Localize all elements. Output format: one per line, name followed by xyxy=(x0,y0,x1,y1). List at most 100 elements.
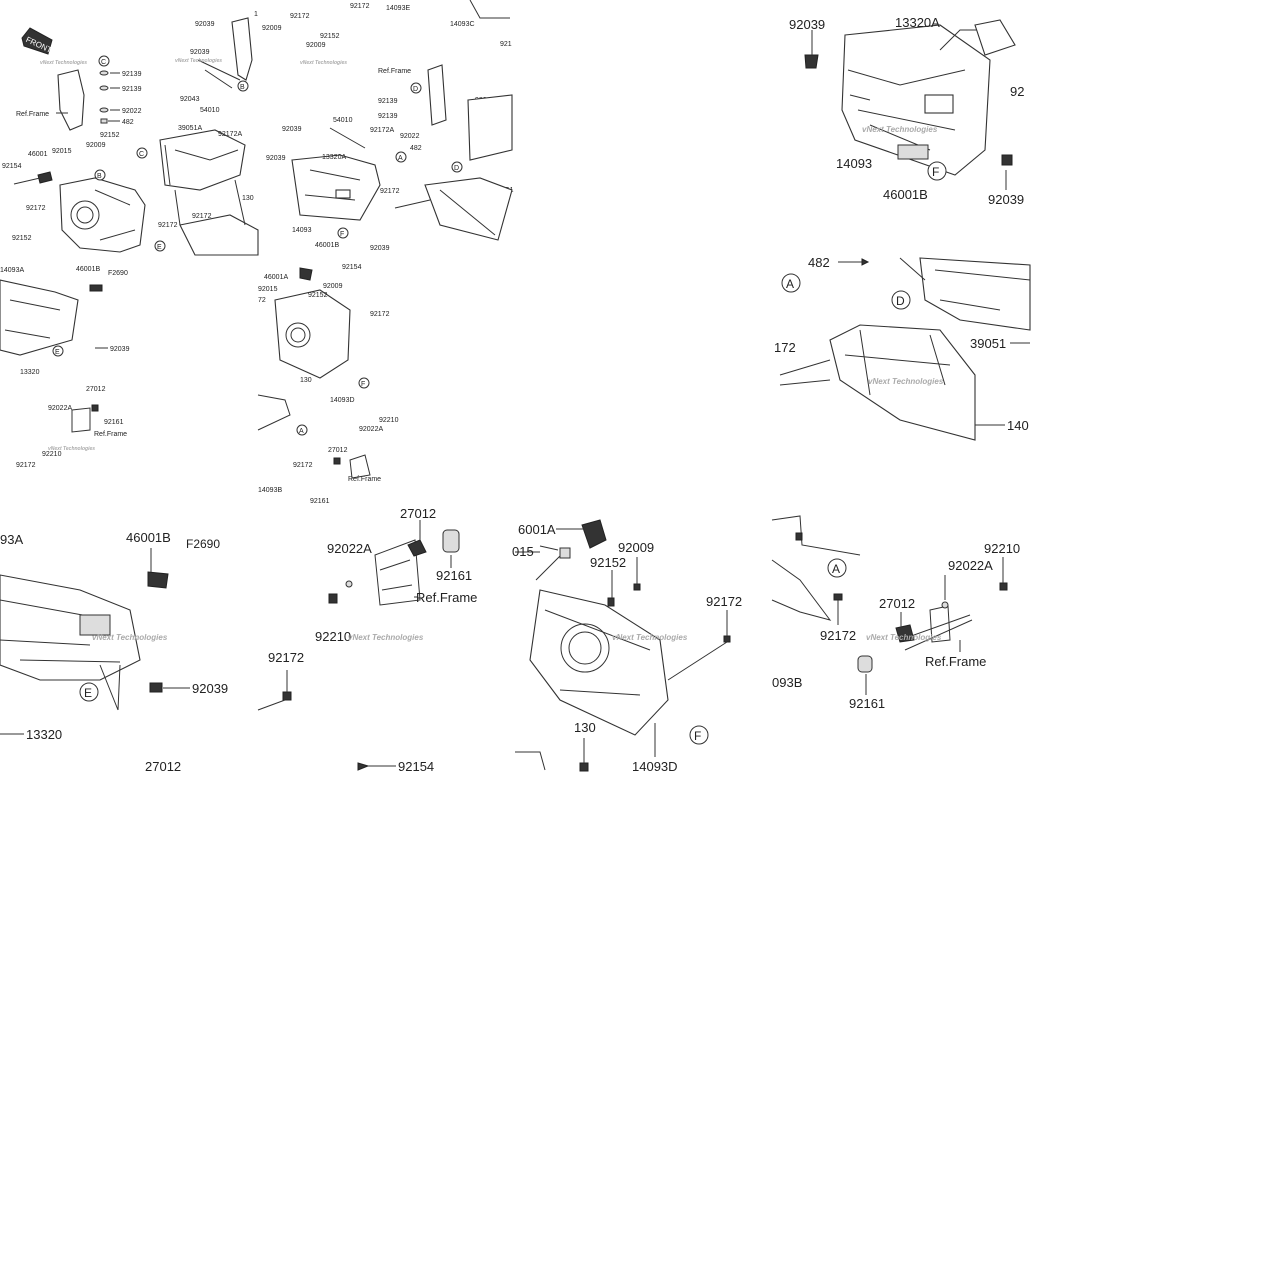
callout-c-top: C xyxy=(98,55,110,67)
callout-f-trim: F xyxy=(337,227,349,239)
label-ref-frame-zoom: Ref.Frame xyxy=(416,590,477,605)
label-92161-mid: 92161 xyxy=(310,498,330,505)
callout-b-left: B xyxy=(94,169,106,181)
watermark-2: vNext Technologies xyxy=(175,58,222,64)
label-92161-left: 92161 xyxy=(104,419,124,426)
callout-b-top: B xyxy=(237,80,249,92)
lower-right-detail-panel: 92210 92022A 27012 92172 Ref.Frame 093B … xyxy=(771,515,1020,711)
svg-text:F: F xyxy=(361,381,365,388)
label-13320a-detail: 13320A xyxy=(895,15,940,30)
label-92210-left: 92210 xyxy=(42,451,62,458)
label-093b-frag: 093B xyxy=(772,675,802,690)
label-172-frag: 172 xyxy=(774,340,796,355)
svg-text:D: D xyxy=(896,294,905,308)
label-72-frag: 72 xyxy=(258,297,266,304)
svg-text:C: C xyxy=(101,59,106,66)
label-46001b-trim: 46001B xyxy=(315,242,339,249)
label-92172-zoom: 92172 xyxy=(268,650,304,665)
front-arrow-badge: FRONT xyxy=(21,27,53,55)
svg-text:E: E xyxy=(55,349,60,356)
watermark-8: vNext Technologies xyxy=(348,633,424,642)
label-14093e: 14093E xyxy=(386,5,410,12)
callout-e-zoom: E xyxy=(79,682,99,702)
svg-text:D: D xyxy=(413,86,418,93)
label-46001b-zoom: 46001B xyxy=(126,530,171,545)
lower-panel-detail: 6001A 015 92009 92152 92172 130 14093D F… xyxy=(512,519,742,774)
label-92172-mid1: 92172 xyxy=(158,222,178,229)
callout-f-zoom: F xyxy=(689,725,709,745)
label-92039-zoom: 92039 xyxy=(192,681,228,696)
label-92022a-mid: 92022A xyxy=(359,426,383,433)
callout-d-2: D xyxy=(451,161,463,173)
callout-e-left: E xyxy=(154,240,166,252)
label-14093b-mid: 14093B xyxy=(258,487,282,494)
label-92009-left: 92009 xyxy=(86,142,106,149)
label-92210-rzoom: 92210 xyxy=(984,541,1020,556)
label-1-frag: 1 xyxy=(254,11,258,18)
ref-frame-detail-panel: 27012 92022A 92161 Ref.Frame 92210 92172… xyxy=(257,506,477,774)
label-46001-left: 46001 xyxy=(28,151,48,158)
label-92139-d2: 92139 xyxy=(378,113,398,120)
watermark-9: vNext Technologies xyxy=(612,633,688,642)
watermark-5: vNext Technologies xyxy=(862,125,938,134)
label-92172-lower: 92172 xyxy=(16,462,36,469)
watermark-1: vNext Technologies xyxy=(40,60,87,66)
lower-dash-detail-panel: 93A 46001B F2690 92039 13320 27012 E vNe… xyxy=(0,530,228,774)
label-13320-left: 13320 xyxy=(20,369,40,376)
label-92039-trim3: 92039 xyxy=(370,245,390,252)
label-39051-detail: 39051 xyxy=(970,336,1006,351)
label-92172-mid3: 92172 xyxy=(370,311,390,318)
label-92172-trim: 92172 xyxy=(380,188,400,195)
label-13320a-trim: 13320A xyxy=(322,154,346,161)
label-92039-top2: 92039 xyxy=(190,49,210,56)
label-130-lower: 130 xyxy=(300,377,312,384)
label-14093d-zoom: 14093D xyxy=(632,759,678,774)
label-92039-detail2: 92039 xyxy=(988,192,1024,207)
callout-a-trim: A xyxy=(395,151,407,163)
label-92015-left: 92015 xyxy=(52,148,72,155)
svg-text:F: F xyxy=(694,729,701,743)
label-92210-zoom: 92210 xyxy=(315,629,351,644)
label-92009-top: 92009 xyxy=(262,25,282,32)
label-27012-left: 27012 xyxy=(86,386,106,393)
label-46001b-detail: 46001B xyxy=(883,187,928,202)
label-92139-d1: 92139 xyxy=(378,98,398,105)
label-92172-top2: 92172 xyxy=(350,3,370,10)
label-14093-detail: 14093 xyxy=(836,156,872,171)
label-92039-trim1: 92039 xyxy=(282,126,302,133)
label-ref-frame-rzoom: Ref.Frame xyxy=(925,654,986,669)
label-92172-rzoom: 92172 xyxy=(820,628,856,643)
label-482: 482 xyxy=(122,119,134,126)
label-27012-rzoom: 27012 xyxy=(879,596,915,611)
svg-text:A: A xyxy=(299,428,304,435)
label-92022a-rzoom: 92022A xyxy=(948,558,993,573)
label-92039-left: 92039 xyxy=(110,346,130,353)
watermark-7: vNext Technologies xyxy=(92,633,168,642)
glove-box-detail-panel: 482 172 39051 140 A D vNext Technologies xyxy=(774,255,1031,441)
label-92039-detail1: 92039 xyxy=(789,17,825,32)
watermark-4: vNext Technologies xyxy=(48,446,95,452)
label-130-mid: 130 xyxy=(242,195,254,202)
label-f2690-zoom: F2690 xyxy=(186,537,220,551)
label-92152-zoom: 92152 xyxy=(590,555,626,570)
label-92043-mid: 92043 xyxy=(180,96,200,103)
label-46001a-mid: 46001A xyxy=(264,274,288,281)
label-92152-mid: 92152 xyxy=(308,292,328,299)
label-39051a: 39051A xyxy=(178,125,202,132)
label-92022: 92022 xyxy=(122,108,142,115)
svg-text:A: A xyxy=(786,277,794,291)
label-14093d-mid: 14093D xyxy=(330,397,355,404)
label-92022a-zoom: 92022A xyxy=(327,541,372,556)
svg-text:F: F xyxy=(932,165,939,179)
svg-text:E: E xyxy=(84,686,92,700)
label-14093-trim: 14093 xyxy=(292,227,312,234)
watermark-6: vNext Technologies xyxy=(868,377,944,386)
label-92154-mid: 92154 xyxy=(342,264,362,271)
door-trim-detail-panel: 92039 13320A 92 14093 46001B 92039 F vNe… xyxy=(789,15,1024,207)
label-92152-top: 92152 xyxy=(320,33,340,40)
label-92172-left: 92172 xyxy=(26,205,46,212)
label-92161-zoom: 92161 xyxy=(436,568,472,583)
label-ref-frame-3: Ref.Frame xyxy=(94,431,127,438)
label-015-frag: 015 xyxy=(512,544,534,559)
label-92172a-mid: 92172A xyxy=(218,131,242,138)
